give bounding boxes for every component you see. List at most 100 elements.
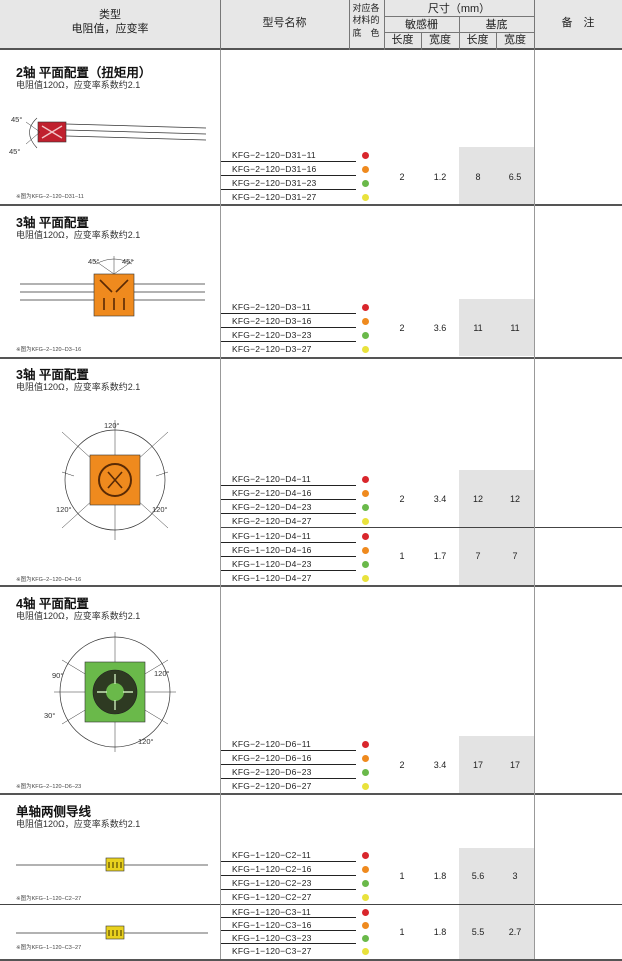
angle-label: 45°	[122, 257, 133, 266]
header-grid-width: 宽度	[429, 34, 451, 46]
color-dot-red	[362, 476, 369, 483]
color-dot-red	[362, 152, 369, 159]
header-grid: 敏感栅	[405, 19, 438, 31]
color-dot-orange	[362, 922, 369, 929]
section-subtitle: 电阻值120Ω，应变率系数约2.1	[16, 611, 141, 621]
base-cell-bg	[459, 470, 534, 527]
section-title: 3轴 平面配置	[16, 368, 89, 382]
base-length: 5.5	[471, 927, 485, 937]
gauge-2axis-drawing: 45° 45°	[9, 115, 207, 156]
color-dot-red	[362, 852, 369, 859]
grid-length: 1	[399, 871, 405, 881]
color-dot-green	[362, 561, 369, 568]
gauge-3axis-d4-drawing: 120° 120° 120°	[56, 420, 169, 540]
color-dot-green	[362, 504, 369, 511]
base-cell-bg	[459, 147, 534, 204]
color-dot-orange	[362, 866, 369, 873]
model-name: KFG−1−120−C3−16	[232, 920, 312, 930]
model-name: KFG−1−120−D4−11	[232, 531, 311, 541]
model-name: KFG−2−120−D3−23	[232, 330, 312, 340]
base-width: 3	[512, 871, 518, 881]
gauge-4axis-drawing: 90° 120° 30° 120°	[44, 632, 176, 752]
angle-label: 120°	[56, 505, 72, 514]
base-width: 2.7	[508, 927, 522, 937]
header-base-width: 宽度	[504, 34, 526, 46]
model-name: KFG−2−120−D4−16	[232, 488, 312, 498]
color-dot-green	[362, 880, 369, 887]
model-name: KFG−1−120−D4−16	[232, 545, 312, 555]
section-subtitle: 电阻值120Ω，应变率系数约2.1	[16, 819, 141, 829]
grid-length: 1	[399, 551, 405, 561]
model-name: KFG−1−120−C3−23	[232, 933, 312, 943]
figure-note: ※图为KFG−2−120−D4−16	[16, 577, 82, 583]
angle-label: 120°	[138, 737, 154, 746]
header-material-1: 对应各	[352, 3, 380, 13]
angle-label: 120°	[154, 669, 170, 678]
base-cell-bg	[459, 299, 534, 356]
color-dot-orange	[362, 755, 369, 762]
model-name: KFG−2−120−D4−27	[232, 516, 312, 526]
section-title: 2轴 平面配置（扭矩用）	[16, 66, 152, 80]
model-name: KFG−1−120−C3−11	[232, 907, 311, 917]
model-name: KFG−1−120−C2−23	[232, 878, 312, 888]
base-width: 12	[509, 494, 520, 504]
color-dot-yellow	[362, 346, 369, 353]
model-name: KFG−2−120−D6−16	[232, 753, 312, 763]
header-size: 尺寸（mm）	[427, 3, 491, 15]
angle-label: 45°	[88, 257, 99, 266]
angle-label: 30°	[44, 711, 55, 720]
header-model: 型号名称	[262, 17, 307, 29]
model-name: KFG−2−120−D4−23	[232, 502, 312, 512]
model-name: KFG−2−120−D6−23	[232, 767, 312, 777]
color-dot-yellow	[362, 518, 369, 525]
angle-label: 120°	[152, 505, 168, 514]
color-dot-green	[362, 180, 369, 187]
base-length: 8	[475, 172, 481, 182]
grid-width: 1.8	[433, 927, 447, 937]
figure-note: ※图为KFG−2−120−D3−16	[16, 347, 82, 353]
section-title: 4轴 平面配置	[16, 597, 89, 611]
color-dot-red	[362, 741, 369, 748]
header-type-sub: 电阻值，应变率	[71, 23, 149, 35]
section-title: 3轴 平面配置	[16, 216, 89, 230]
grid-width: 1.2	[433, 172, 447, 182]
grid-width: 1.8	[433, 871, 447, 881]
header-material-3: 底 色	[352, 28, 380, 38]
base-length: 5.6	[471, 871, 485, 881]
header-type: 类型	[99, 9, 121, 21]
model-name: KFG−1−120−D4−23	[232, 559, 312, 569]
grid-width: 3.4	[433, 494, 447, 504]
color-dot-yellow	[362, 194, 369, 201]
base-length: 7	[475, 551, 481, 561]
grid-length: 2	[399, 760, 405, 770]
model-name: KFG−2−120−D6−27	[232, 781, 312, 791]
section-subtitle: 电阻值120Ω，应变率系数约2.1	[16, 80, 141, 90]
header-grid-length: 长度	[391, 34, 414, 46]
header-notes: 备 注	[561, 17, 595, 29]
gauge-c2-drawing	[16, 857, 208, 872]
base-width: 11	[510, 323, 520, 333]
grid-width: 1.7	[433, 551, 447, 561]
color-dot-orange	[362, 318, 369, 325]
angle-label: 45°	[11, 115, 22, 124]
color-dot-yellow	[362, 783, 369, 790]
grid-width: 3.4	[433, 760, 447, 770]
base-cell-bg	[459, 905, 534, 959]
section-subtitle: 电阻值120Ω，应变率系数约2.1	[16, 230, 141, 240]
base-cell-bg	[459, 736, 534, 793]
base-width: 17	[509, 760, 520, 770]
model-name: KFG−1−120−D4−27	[232, 573, 312, 583]
model-name: KFG−1−120−C2−27	[232, 892, 312, 902]
model-name: KFG−1−120−C2−11	[232, 850, 311, 860]
header-base-length: 长度	[466, 34, 489, 46]
color-dot-green	[362, 935, 369, 942]
figure-note: ※图为KFG−2−120−D6−23	[16, 784, 82, 790]
model-name: KFG−2−120−D3−27	[232, 344, 312, 354]
angle-label: 45°	[9, 147, 20, 156]
angle-label: 90°	[52, 671, 63, 680]
grid-length: 1	[399, 927, 405, 937]
model-name: KFG−2−120−D6−11	[232, 739, 311, 749]
color-dot-red	[362, 909, 369, 916]
base-width: 7	[512, 551, 518, 561]
header-base: 基底	[485, 19, 508, 31]
